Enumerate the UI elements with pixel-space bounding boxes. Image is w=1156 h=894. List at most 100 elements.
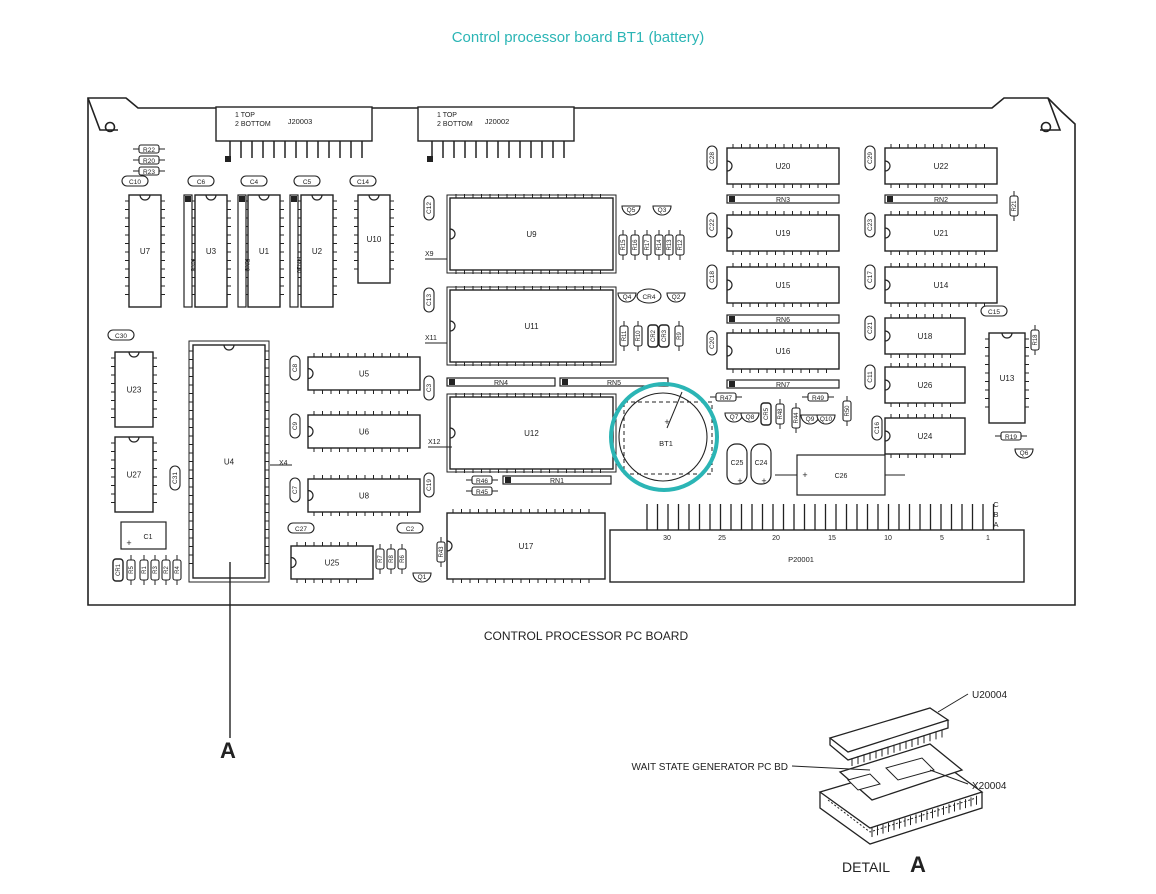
chip-label-u21: U21 bbox=[934, 229, 949, 238]
cap-label-c12: C12 bbox=[426, 202, 433, 214]
capacitor-c27 bbox=[287, 522, 315, 534]
chip-u16-notch bbox=[726, 345, 733, 357]
capacitor-c15 bbox=[980, 305, 1008, 317]
chip-u23 bbox=[111, 351, 157, 428]
chip-label-u3: U3 bbox=[206, 247, 217, 256]
transistor-label-q2: Q2 bbox=[672, 294, 681, 301]
battery-plus: + bbox=[664, 417, 669, 427]
cap-label-c21: C21 bbox=[867, 322, 874, 334]
cap-label-c6: C6 bbox=[197, 179, 206, 186]
chip-label-u20: U20 bbox=[776, 162, 791, 171]
chip-socket-outline bbox=[446, 194, 617, 274]
detail-label-u20004: U20004 bbox=[972, 690, 1007, 701]
chip-label-u18: U18 bbox=[918, 332, 933, 341]
chip-label-u9: U9 bbox=[526, 230, 537, 239]
chip-u5-body bbox=[307, 356, 421, 391]
chip-u5-notch bbox=[307, 367, 314, 380]
res-label-r21: R21 bbox=[1012, 200, 1018, 212]
chip-u16-body bbox=[726, 332, 840, 370]
resistor-r2 bbox=[161, 555, 171, 585]
chip-u4-body bbox=[192, 344, 266, 579]
res-label-r4: R4 bbox=[175, 566, 181, 574]
res-label-r23: R23 bbox=[143, 169, 155, 176]
socket-label-x11: X11 bbox=[425, 335, 437, 342]
detail-title: DETAIL bbox=[842, 859, 890, 875]
cap-c25-plus: + bbox=[737, 476, 742, 486]
chip-label-u6: U6 bbox=[359, 428, 370, 437]
transistor-q4 bbox=[617, 292, 637, 303]
chip-label-u26: U26 bbox=[918, 381, 933, 390]
detail-letter: A bbox=[910, 852, 926, 877]
cap-label-c13: C13 bbox=[426, 294, 433, 306]
res-label-r50: R50 bbox=[845, 405, 851, 417]
chip-u19-body bbox=[726, 214, 840, 252]
capacitor-c8 bbox=[289, 355, 301, 381]
capacitor-c4 bbox=[240, 175, 268, 187]
chip-label-u23: U23 bbox=[127, 386, 142, 395]
res-label-r13: R13 bbox=[667, 239, 673, 251]
rn-label-rn3: RN3 bbox=[776, 197, 790, 204]
resistor-network-rn3 bbox=[726, 194, 840, 204]
cap-label-c14: C14 bbox=[357, 179, 369, 186]
chip-u19 bbox=[726, 211, 840, 255]
chip-u19-notch bbox=[726, 227, 733, 239]
chip-u12-notch bbox=[449, 427, 456, 439]
transistor-q5 bbox=[621, 205, 641, 216]
resistor-r9 bbox=[674, 321, 684, 351]
p20001-pin-number: 25 bbox=[718, 535, 726, 542]
res-label-r22: R22 bbox=[143, 147, 155, 154]
resistor-network-rn5 bbox=[559, 377, 669, 387]
chip-label-u17: U17 bbox=[519, 542, 534, 551]
resistor-r10 bbox=[633, 321, 643, 351]
resistor-r16 bbox=[630, 230, 640, 260]
chip-label-u13: U13 bbox=[1000, 374, 1015, 383]
resistor-r50 bbox=[842, 396, 852, 426]
chip-u15 bbox=[726, 263, 840, 307]
chip-label-u12: U12 bbox=[524, 429, 539, 438]
connector-j20002-line1: 1 TOP bbox=[437, 112, 457, 119]
res-label-r7: R7 bbox=[378, 555, 384, 563]
cap-label-c27: C27 bbox=[295, 526, 307, 533]
rn-label-rn9: RN9 bbox=[243, 258, 250, 271]
chip-u4-notch bbox=[223, 344, 235, 351]
chip-u5 bbox=[307, 353, 421, 394]
rn-label-rn4: RN4 bbox=[494, 380, 508, 387]
transistor-q1 bbox=[412, 572, 432, 583]
cap-label-c18: C18 bbox=[709, 271, 716, 283]
chip-u25 bbox=[290, 542, 374, 583]
battery-body bbox=[618, 392, 708, 482]
chip-u8 bbox=[307, 475, 421, 516]
res-label-r46: R46 bbox=[476, 478, 488, 485]
p20001-pin-number: 10 bbox=[884, 535, 892, 542]
capacitor-c3 bbox=[423, 375, 435, 401]
chip-u15-body bbox=[726, 266, 840, 304]
res-label-r49: R49 bbox=[812, 395, 824, 402]
resistor-r47 bbox=[710, 392, 742, 402]
capacitor-c21 bbox=[864, 315, 876, 341]
resistor-r13 bbox=[664, 230, 674, 260]
p20001-row-letter: B bbox=[993, 510, 998, 519]
chip-u26-body bbox=[884, 366, 966, 404]
chip-label-u16: U16 bbox=[776, 347, 791, 356]
transistor-label-q6: Q6 bbox=[1020, 450, 1029, 457]
resistor-network-rn4 bbox=[446, 377, 556, 387]
battery-highlight-circle bbox=[609, 382, 719, 492]
chip-u11-body bbox=[449, 289, 614, 363]
resistor-r11 bbox=[619, 321, 629, 351]
cap-label-c31: C31 bbox=[172, 472, 179, 484]
resistor-r8 bbox=[386, 544, 396, 574]
p20001-row-letter: A bbox=[993, 520, 998, 529]
transistor-label-q3: Q3 bbox=[658, 207, 667, 214]
chip-u23-body bbox=[114, 351, 154, 428]
rn-pin1-marker bbox=[887, 196, 893, 202]
connector-j20002-name: J20002 bbox=[485, 117, 510, 126]
chip-u2-notch bbox=[311, 194, 323, 201]
chip-label-u4: U4 bbox=[224, 458, 235, 467]
res-label-r2: R2 bbox=[164, 566, 170, 574]
chip-u14-body bbox=[884, 266, 998, 304]
chip-u24-notch bbox=[884, 430, 891, 442]
chip-u22 bbox=[884, 144, 998, 188]
capacitor-c19 bbox=[423, 472, 435, 498]
rn-label-rn6: RN6 bbox=[776, 317, 790, 324]
cap-label-c4: C4 bbox=[250, 179, 259, 186]
